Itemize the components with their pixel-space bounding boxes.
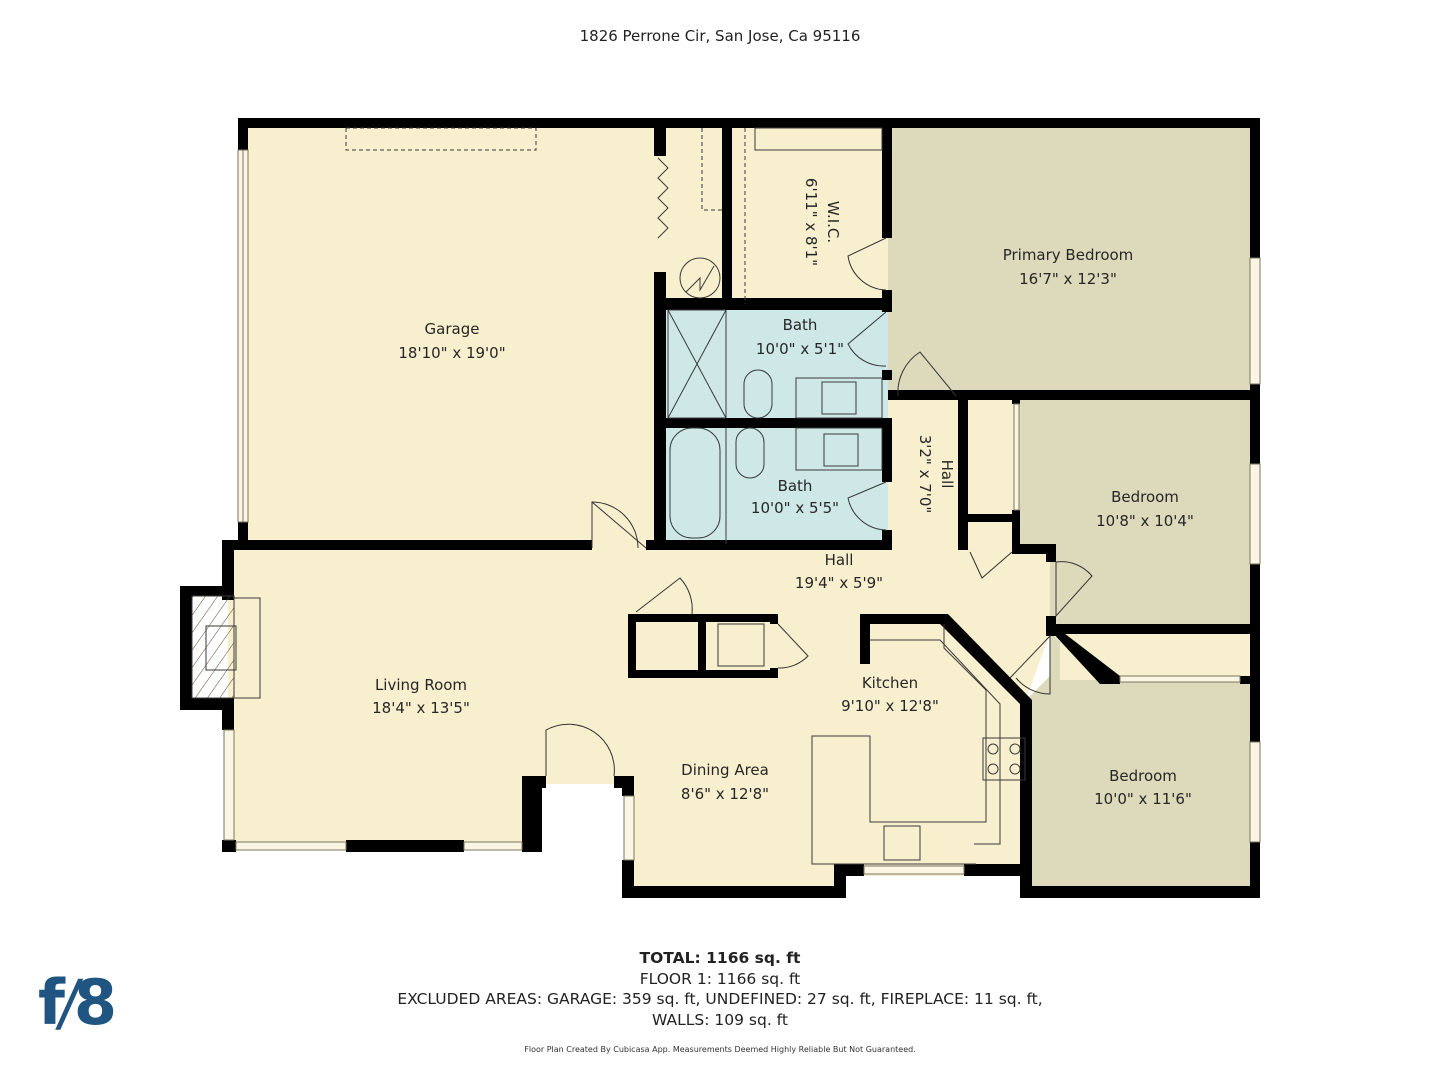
bedroom3-floor: [1026, 632, 1254, 892]
walls: [180, 118, 1260, 898]
kitchen-sink-icon: [883, 825, 921, 861]
bedroom3-dims: 10'0" x 11'6": [1094, 790, 1192, 808]
living-room-name: Living Room: [375, 676, 467, 694]
living-room-dims: 18'4" x 13'5": [372, 699, 470, 717]
bath1-name: Bath: [783, 316, 818, 334]
wic-name: W.I.C.: [824, 201, 842, 243]
room-fills: [228, 124, 1254, 892]
hall-small-floor: [888, 396, 962, 548]
dining-area-dims: 8'6" x 12'8": [681, 785, 769, 803]
hall-main-dims: 19'4" x 5'9": [795, 574, 883, 592]
hall-main-name: Hall: [825, 551, 854, 569]
stove-icon: [982, 737, 1026, 781]
disclaimer: Floor Plan Created By Cubicasa App. Meas…: [524, 1045, 916, 1054]
hall-small-dims: 3'2" x 7'0": [916, 435, 934, 514]
shower-icon: [667, 309, 727, 419]
primary-bedroom-name: Primary Bedroom: [1003, 246, 1134, 264]
excluded-areas: EXCLUDED AREAS: GARAGE: 359 sq. ft, UNDE…: [397, 990, 1043, 1008]
kitchen-name: Kitchen: [862, 674, 918, 692]
bath1-floor: [662, 304, 888, 422]
floor1-area: FLOOR 1: 1166 sq. ft: [639, 969, 801, 988]
hall-small-name: Hall: [938, 460, 956, 489]
living-dining-floor: [228, 544, 1050, 890]
bath2-dims: 10'0" x 5'5": [751, 499, 839, 517]
bath2-name: Bath: [778, 477, 813, 495]
toilet-icon: [743, 369, 773, 419]
room-labels: Garage 18'10" x 19'0" W.I.C. 6'11" x 8'1…: [372, 178, 1194, 808]
bedroom2-name: Bedroom: [1111, 488, 1179, 506]
total-area: TOTAL: 1166 sq. ft: [639, 949, 801, 967]
property-address: 1826 Perrone Cir, San Jose, Ca 95116: [579, 27, 861, 45]
primary-bedroom-floor: [888, 124, 1254, 396]
doors: [545, 237, 1093, 777]
bathtub-icon: [669, 427, 721, 539]
windows: [223, 149, 1261, 875]
garage-dashed-area: [345, 127, 537, 151]
wic-dims: 6'11" x 8'1": [802, 178, 820, 266]
dining-area-name: Dining Area: [681, 761, 769, 779]
bath2-floor: [662, 422, 888, 544]
garage-name: Garage: [425, 320, 480, 338]
area-summary: TOTAL: 1166 sq. ft FLOOR 1: 1166 sq. ft …: [0, 948, 1440, 1030]
utility-closet-floor: [660, 124, 728, 304]
fixtures: [191, 127, 1026, 865]
bifold-door-icon: [657, 157, 669, 239]
logo-f: f: [38, 966, 65, 1039]
f8-logo: f/8: [38, 966, 117, 1039]
bedroom3-name: Bedroom: [1109, 767, 1177, 785]
logo-8: 8: [73, 966, 117, 1039]
closet-floor: [962, 396, 1018, 546]
primary-bedroom-dims: 16'7" x 12'3": [1019, 270, 1117, 288]
floor-plan: Garage 18'10" x 19'0" W.I.C. 6'11" x 8'1…: [180, 118, 1261, 898]
garage-floor: [244, 124, 660, 544]
kitchen-counter: [870, 639, 1001, 845]
kitchen-dims: 9'10" x 12'8": [841, 697, 939, 715]
walls-area: WALLS: 109 sq. ft: [652, 1010, 788, 1029]
water-heater-icon: [679, 257, 721, 299]
garage-dims: 18'10" x 19'0": [398, 344, 505, 362]
bedroom2-dims: 10'8" x 10'4": [1096, 512, 1194, 530]
bath1-dims: 10'0" x 5'1": [756, 340, 844, 358]
wic-floor: [728, 124, 888, 304]
